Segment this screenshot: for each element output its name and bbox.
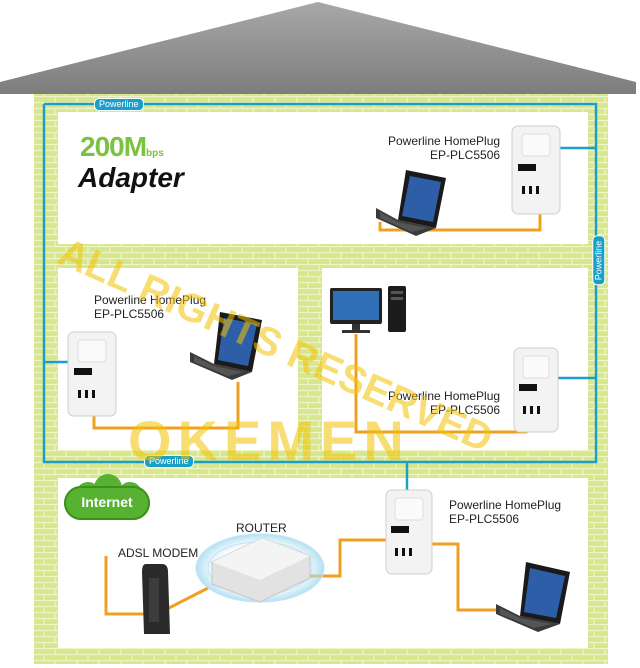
adapter-name: Powerline HomePlug <box>388 389 501 403</box>
brand-speed: 200Mbps <box>80 131 164 163</box>
router-icon <box>211 537 311 603</box>
modem-icon <box>142 564 170 634</box>
adapter-name: Powerline HomePlug <box>449 498 562 512</box>
desktop-computer-icon <box>330 286 406 333</box>
ethernet-cables <box>92 212 542 616</box>
laptop-icon <box>376 170 446 236</box>
router-label: ROUTER <box>236 521 287 535</box>
powerline-tag: Powerline <box>144 455 194 468</box>
brand-speed-number: 200M <box>80 131 147 162</box>
adapter-model: EP-PLC5506 <box>430 403 501 417</box>
powerline-tag: Powerline <box>94 98 144 111</box>
house-roof <box>0 2 636 94</box>
powerline-adapter-icon <box>513 347 559 433</box>
modem-label: ADSL MODEM <box>118 546 199 560</box>
powerline-wiring <box>42 102 598 492</box>
laptop-icon <box>190 312 262 380</box>
internet-label: Internet <box>81 494 133 510</box>
room-top <box>58 112 588 244</box>
powerline-adapter-icon <box>385 489 433 575</box>
powerline-adapter-icon <box>67 331 117 417</box>
adapter-name: Powerline HomePlug <box>94 293 207 307</box>
adapter-model: EP-PLC5506 <box>430 148 501 162</box>
adapter-model: EP-PLC5506 <box>94 307 165 321</box>
adapter-model: EP-PLC5506 <box>449 512 520 526</box>
watermark-brand: OKEMEN <box>128 409 410 472</box>
brand-product-word: Adapter <box>78 162 184 193</box>
powerline-tag: Powerline <box>592 235 606 286</box>
internet-cloud: Internet <box>64 486 150 520</box>
laptop-icon <box>496 562 570 632</box>
powerline-adapter-icon <box>511 125 561 215</box>
brand-speed-unit: bps <box>146 148 164 159</box>
adapter-name: Powerline HomePlug <box>388 134 501 148</box>
